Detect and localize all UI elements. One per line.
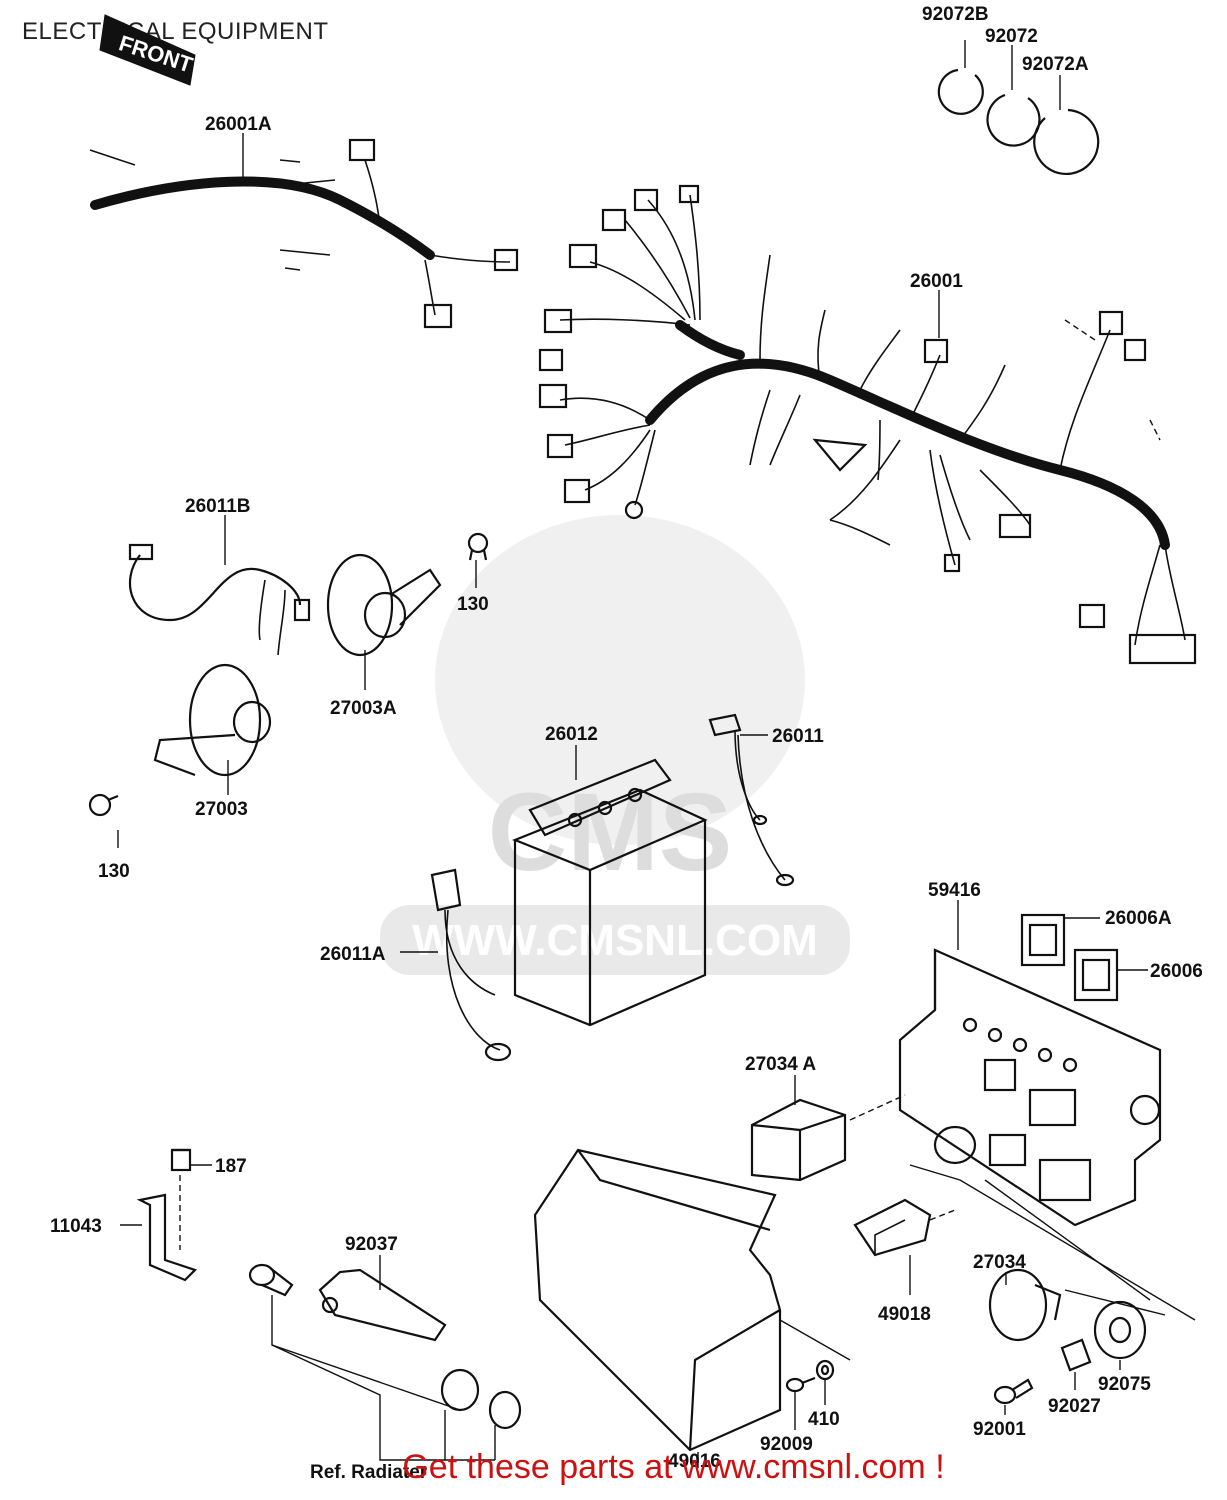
front-tag: FRONT [99, 14, 196, 86]
part-labels: 92072B 92072 92072A 26001A 26001 26011B … [50, 4, 1203, 1483]
main-harness-26001 [538, 184, 1197, 665]
label-92037: 92037 [345, 1234, 398, 1255]
label-92072a: 92072A [1022, 54, 1089, 75]
bolt-radiator [248, 1263, 294, 1297]
watermark-url: WWW.CMSNL.COM [412, 916, 818, 965]
label-130-b: 130 [98, 861, 130, 882]
label-49016: 49016 [668, 1451, 721, 1472]
leader-lines [117, 40, 1196, 1468]
label-49018: 49018 [878, 1304, 931, 1325]
footer-promo: Get these parts at www.cmsnl.com ! [402, 1448, 945, 1486]
label-59416: 59416 [928, 880, 981, 901]
label-92075: 92075 [1098, 1374, 1151, 1395]
bracket-92037 [318, 1268, 447, 1342]
circlip-92072b [937, 68, 984, 115]
label-26011: 26011 [772, 726, 824, 747]
relay-49018 [853, 1198, 932, 1257]
battery-cable-26011 [708, 713, 795, 887]
label-11043: 11043 [50, 1216, 102, 1237]
label-27034a: 27034 A [745, 1054, 816, 1075]
label-26001a: 26001A [205, 114, 272, 135]
bolt-187 [170, 1148, 192, 1172]
fuse-26006 [1073, 948, 1119, 1002]
label-26001: 26001 [910, 271, 963, 292]
label-radiator-ref: Ref. Radiater [310, 1462, 428, 1483]
horn-27003a [326, 553, 442, 657]
label-26011a: 26011A [320, 944, 386, 965]
label-410: 410 [808, 1409, 840, 1430]
battery-26012 [512, 758, 708, 1027]
label-27034: 27034 [973, 1252, 1026, 1273]
bolt-130-b [88, 793, 119, 817]
label-92009: 92009 [760, 1434, 813, 1455]
bolt-92001 [993, 1378, 1034, 1405]
label-26006a: 26006A [1105, 908, 1172, 929]
label-26012: 26012 [545, 724, 598, 745]
grommet-radiator [440, 1368, 522, 1430]
grommet-92075 [1093, 1300, 1147, 1360]
label-130-a: 130 [457, 594, 489, 615]
page-title: ELECTRICAL EQUIPMENT [22, 18, 329, 45]
horn-lead-26011b [128, 543, 311, 656]
label-27003: 27003 [195, 799, 248, 820]
collar-92027 [1060, 1338, 1092, 1372]
label-92001: 92001 [973, 1419, 1026, 1440]
junction-box-59416 [898, 948, 1162, 1227]
battery-cover-49016 [533, 1148, 782, 1452]
label-92072: 92072 [985, 26, 1038, 47]
watermark-brand: CMS [488, 771, 732, 894]
label-26006: 26006 [1150, 961, 1203, 982]
screw-92009 [785, 1376, 816, 1393]
relay-27034a [750, 1098, 847, 1182]
label-92027: 92027 [1048, 1396, 1101, 1417]
label-26011b: 26011B [185, 496, 251, 517]
watermark: CMS WWW.CMSNL.COM [380, 515, 850, 975]
circlip-92072a [1033, 108, 1100, 176]
battery-cable-26011a [430, 868, 512, 1062]
horn-27003 [153, 663, 272, 777]
bolt-130-a [467, 532, 489, 561]
fuse-26006a [1020, 913, 1066, 967]
label-92072b: 92072B [922, 4, 989, 25]
bracket-11043 [136, 1193, 198, 1282]
sub-harness-26001a [89, 138, 519, 329]
washer-410 [815, 1359, 835, 1381]
relay-27034 [988, 1268, 1062, 1342]
label-187: 187 [215, 1156, 247, 1177]
label-27003a: 27003A [330, 698, 397, 719]
circlip-92072 [986, 93, 1041, 147]
